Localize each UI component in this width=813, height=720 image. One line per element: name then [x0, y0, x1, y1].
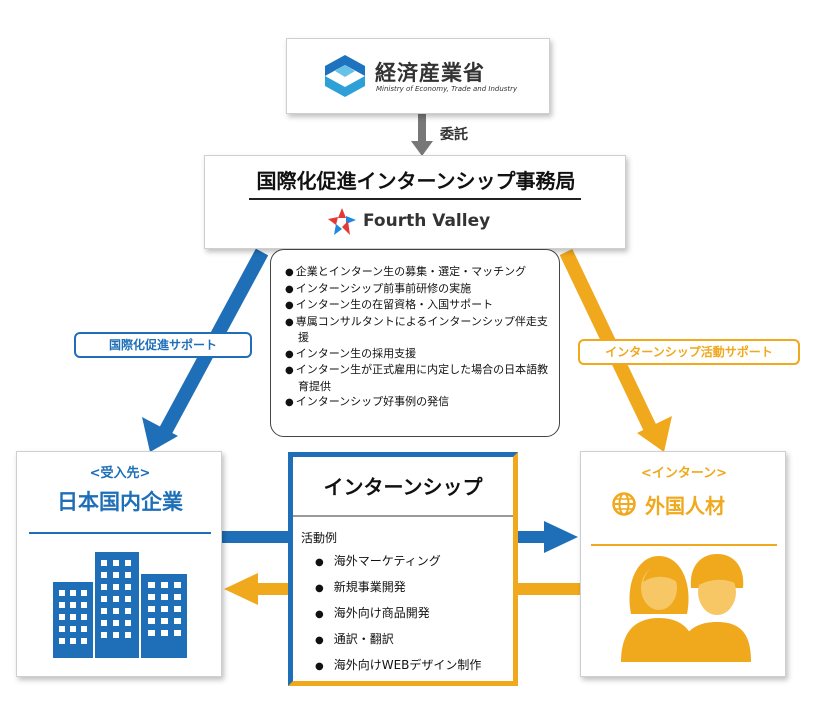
- talent-card: <インターン> 外国人材: [580, 451, 786, 677]
- support-left-arrow-head: [142, 417, 178, 452]
- internship-flow-orange-right: [518, 583, 580, 595]
- task-list: ●企業とインターン生の募集・選定・マッチング ●インターンシップ前事前研修の実施…: [285, 264, 551, 411]
- activity-list: ●海外マーケティング ●新規事業開発 ●海外向け商品開発 ●通訳・翻訳 ●海外向…: [315, 549, 481, 679]
- fourth-valley-logo-icon: [328, 208, 356, 235]
- secretariat-card: 国際化促進インターンシップ事務局 Fourth Valley: [204, 155, 626, 249]
- commission-arrow-head: [411, 141, 433, 156]
- examples-label: 活動例: [301, 531, 338, 545]
- internship-flow-blue-head: [544, 521, 578, 553]
- task-item: ●インターン生の採用支援: [285, 346, 417, 360]
- company-title: 日本国内企業: [57, 490, 183, 514]
- tasks-box: ●企業とインターン生の募集・選定・マッチング ●インターンシップ前事前研修の実施…: [270, 249, 560, 437]
- meti-card: 経済産業省 Ministry of Economy, Trade and Ind…: [286, 38, 550, 114]
- meti-name: 経済産業省: [375, 61, 485, 85]
- secretariat-divider: [249, 198, 581, 200]
- commission-label: 委託: [440, 127, 468, 143]
- task-item: ●インターン生が正式雇用に内定した場合の日本語教育提供: [285, 363, 549, 393]
- internship-flow-orange-head: [224, 573, 258, 605]
- internship-title: インターンシップ: [323, 475, 483, 499]
- activity-item: ●通訳・翻訳: [315, 632, 394, 646]
- activity-item: ●新規事業開発: [315, 580, 406, 594]
- company-card: <受入先> 日本国内企業: [16, 451, 222, 677]
- task-item: ●企業とインターン生の募集・選定・マッチング: [285, 265, 527, 278]
- internship-flow-blue-right: [518, 531, 546, 543]
- globe-icon: [612, 492, 636, 516]
- support-right-pill: インターンシップ活動サポート: [578, 339, 800, 365]
- support-right-arrow-head: [637, 416, 672, 452]
- secretariat-title: 国際化促進インターンシップ事務局: [256, 169, 576, 193]
- internship-flow-orange-left: [256, 583, 288, 595]
- company-tag: <受入先>: [89, 466, 151, 481]
- task-item: ●インターンシップ前事前研修の実施: [285, 281, 472, 295]
- fourth-valley-name: Fourth Valley: [363, 211, 491, 231]
- talent-divider: [591, 544, 777, 546]
- people-icon: [621, 554, 751, 662]
- meti-subtitle: Ministry of Economy, Trade and Industry: [376, 85, 518, 93]
- commission-arrow-shaft: [418, 113, 426, 143]
- internship-box: インターンシップ 活動例 ●海外マーケティング ●新規事業開発 ●海外向け商品開…: [288, 452, 518, 686]
- talent-title: 外国人材: [645, 494, 725, 518]
- buildings-icon: [53, 552, 187, 658]
- internship-divider: [293, 515, 513, 517]
- company-divider: [29, 532, 211, 534]
- task-item: ●インターン生の在留資格・入国サポート: [285, 298, 494, 311]
- talent-tag: <インターン>: [640, 466, 728, 481]
- activity-item: ●海外向けWEBデザイン制作: [315, 658, 482, 672]
- support-left-pill: 国際化促進サポート: [74, 332, 252, 358]
- meti-logo-icon: [325, 55, 365, 97]
- internship-flow-blue-left: [222, 531, 288, 543]
- task-item: ●専属コンサルタントによるインターンシップ伴走支援: [285, 314, 548, 345]
- activity-item: ●海外マーケティング: [315, 554, 441, 568]
- activity-item: ●海外向け商品開発: [315, 606, 430, 620]
- task-item: ●インターンシップ好事例の発信: [285, 395, 450, 408]
